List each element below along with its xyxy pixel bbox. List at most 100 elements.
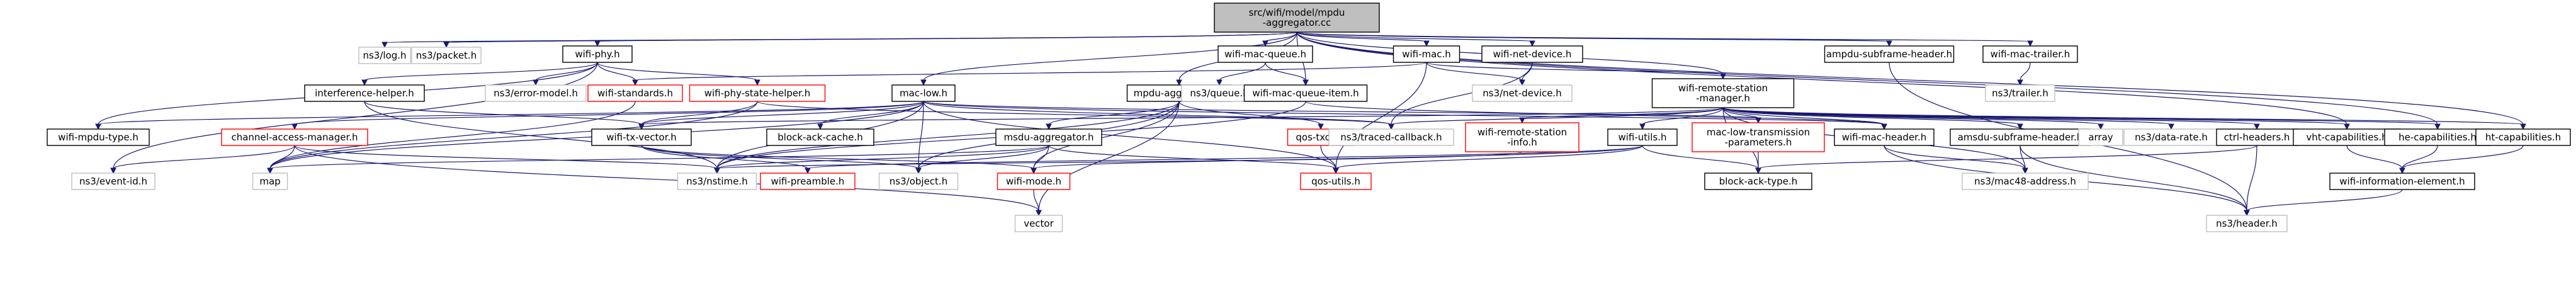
node-label: wifi-utils.h [1618,132,1666,143]
edge-line [1642,145,1759,169]
node-wifimode[interactable]: wifi-mode.h [997,173,1071,190]
node-preamble[interactable]: wifi-preamble.h [760,173,856,190]
node-msduagg[interactable]: msdu-aggregator.h [995,128,1102,146]
node-traced: ns3/traced-callback.h [1328,128,1454,146]
edge-arrowhead [1755,117,1761,124]
edge-layer [95,31,2526,217]
node-bacache[interactable]: block-ack-cache.h [766,128,874,146]
node-wifimactrailer[interactable]: wifi-mac-trailer.h [1982,45,2078,63]
node-box [485,84,587,102]
node-label: wifi-mac-trailer.h [1991,48,2070,60]
edge-arrowhead [594,40,601,47]
edge-line [1296,31,1427,42]
edge-line [2246,145,2257,212]
edge-msduagg-to-object [915,145,1049,174]
node-ampdusub[interactable]: ampdu-subframe-header.h [1824,45,1955,63]
node-box [221,128,368,146]
node-macqueueitem[interactable]: wifi-mac-queue-item.h [1243,84,1368,102]
edge-arrowhead [2520,123,2526,130]
node-wifiphy[interactable]: wifi-phy.h [562,45,633,63]
edge-line [1033,101,1180,169]
node-label: wifi-remote-station-manager.h [1678,82,1768,104]
node-root[interactable]: src/wifi/model/mpdu-aggregator.cc [1214,3,1380,33]
node-label: ht-capabilities.h [2485,132,2561,143]
node-label: wifi-mpdu-type.h [58,132,138,143]
node-trailer: ns3/trailer.h [1985,84,2055,102]
node-mltp[interactable]: mac-low-transmission-parameters.h [1692,122,1825,152]
node-vhtcap[interactable]: vht-capabilities.h [2293,128,2401,146]
node-box [304,84,425,102]
edge-line [918,101,924,169]
edge-remotestation-to-datarate [1722,107,2174,130]
node-label: mac-low.h [900,88,947,99]
edge-arrowhead [381,42,388,48]
edge-line [597,62,758,81]
node-box [1824,45,1955,63]
node-label: wifi-tx-vector.h [606,132,677,143]
edge-line [597,62,636,81]
edge-infoelem-to-header [2244,189,2403,217]
edge-arrowhead [2017,79,2023,86]
node-label: array [2088,132,2113,143]
node-qosutils[interactable]: qos-utils.h [1300,173,1372,190]
edge-line [1305,101,1885,125]
node-interference[interactable]: interference-helper.h [304,84,425,102]
node-label: ns3/mac48-address.h [1974,176,2076,187]
node-maclow[interactable]: mac-low.h [891,84,956,102]
edge-line [807,145,1643,169]
node-label: he-capabilities.h [2398,132,2477,143]
node-wifimac[interactable]: wifi-mac.h [1393,45,1460,63]
node-wifinetdevice[interactable]: wifi-net-device.h [1481,45,1583,63]
edge-line [1296,31,2031,42]
node-txvector[interactable]: wifi-tx-vector.h [591,128,692,146]
node-label: wifi-mac-queue-item.h [1252,88,1359,99]
node-remotestation[interactable]: wifi-remote-station-manager.h [1651,78,1795,108]
edge-htcap-to-infoelem [2399,145,2524,174]
node-label: amsdu-subframe-header.h [1958,132,2083,143]
node-macheader[interactable]: wifi-mac-header.h [1834,128,1935,146]
node-mpdutype[interactable]: wifi-mpdu-type.h [47,128,150,146]
node-box [878,173,959,190]
edge-line [1033,145,1643,169]
node-infoelem[interactable]: wifi-information-element.h [2329,173,2475,190]
edge-line [923,101,1885,125]
node-object: ns3/object.h [878,173,959,190]
edge-maclow-to-mpdutype [95,101,924,130]
node-ctrlheaders[interactable]: ctrl-headers.h [2216,128,2298,146]
edge-cam-to-eventid [110,145,295,174]
node-box [1014,215,1063,232]
edge-line [1758,145,2257,169]
node-box [1985,84,2055,102]
node-wifistandards[interactable]: wifi-standards.h [587,84,683,102]
node-phystatehelper[interactable]: wifi-phy-state-helper.h [689,84,826,102]
node-label: src/wifi/model/mpdu-aggregator.cc [1249,7,1345,28]
edge-arrowhead [1423,40,1430,47]
node-box [1300,173,1372,190]
node-eventid: ns3/event-id.h [71,173,155,190]
node-label: ns3/net-device.h [1483,88,1562,99]
edge-arrowhead [2098,123,2104,130]
node-label: wifi-mac-queue.h [1224,48,1306,60]
edge-arrowhead [1519,117,1525,124]
node-box [2475,128,2571,146]
node-vector: vector [1014,215,1063,232]
node-rsinfo[interactable]: wifi-remote-station-info.h [1465,122,1579,152]
node-box [689,84,826,102]
edge-maclow-to-bacache [817,101,924,130]
node-box [411,47,482,64]
node-wifiutils[interactable]: wifi-utils.h [1607,128,1678,146]
node-wifimacqueue[interactable]: wifi-mac-queue.h [1217,45,1313,63]
node-label: ns3/nstime.h [686,176,747,187]
node-hecap[interactable]: he-capabilities.h [2384,128,2491,146]
node-batype[interactable]: block-ack-type.h [1704,173,1812,190]
node-cam[interactable]: channel-access-manager.h [221,128,368,146]
edge-line [1335,62,1427,169]
edge-remotestation-to-rsinfo [1519,107,1724,124]
node-amsdusub[interactable]: amsdu-subframe-header.h [1950,128,2091,146]
node-box [2293,128,2401,146]
node-htcap[interactable]: ht-capabilities.h [2475,128,2571,146]
edge-vhtcap-to-infoelem [2346,145,2405,174]
node-label: wifi-remote-station-info.h [1477,127,1567,148]
node-label: ns3/event-id.h [79,176,147,187]
node-packet: ns3/packet.h [411,47,482,64]
